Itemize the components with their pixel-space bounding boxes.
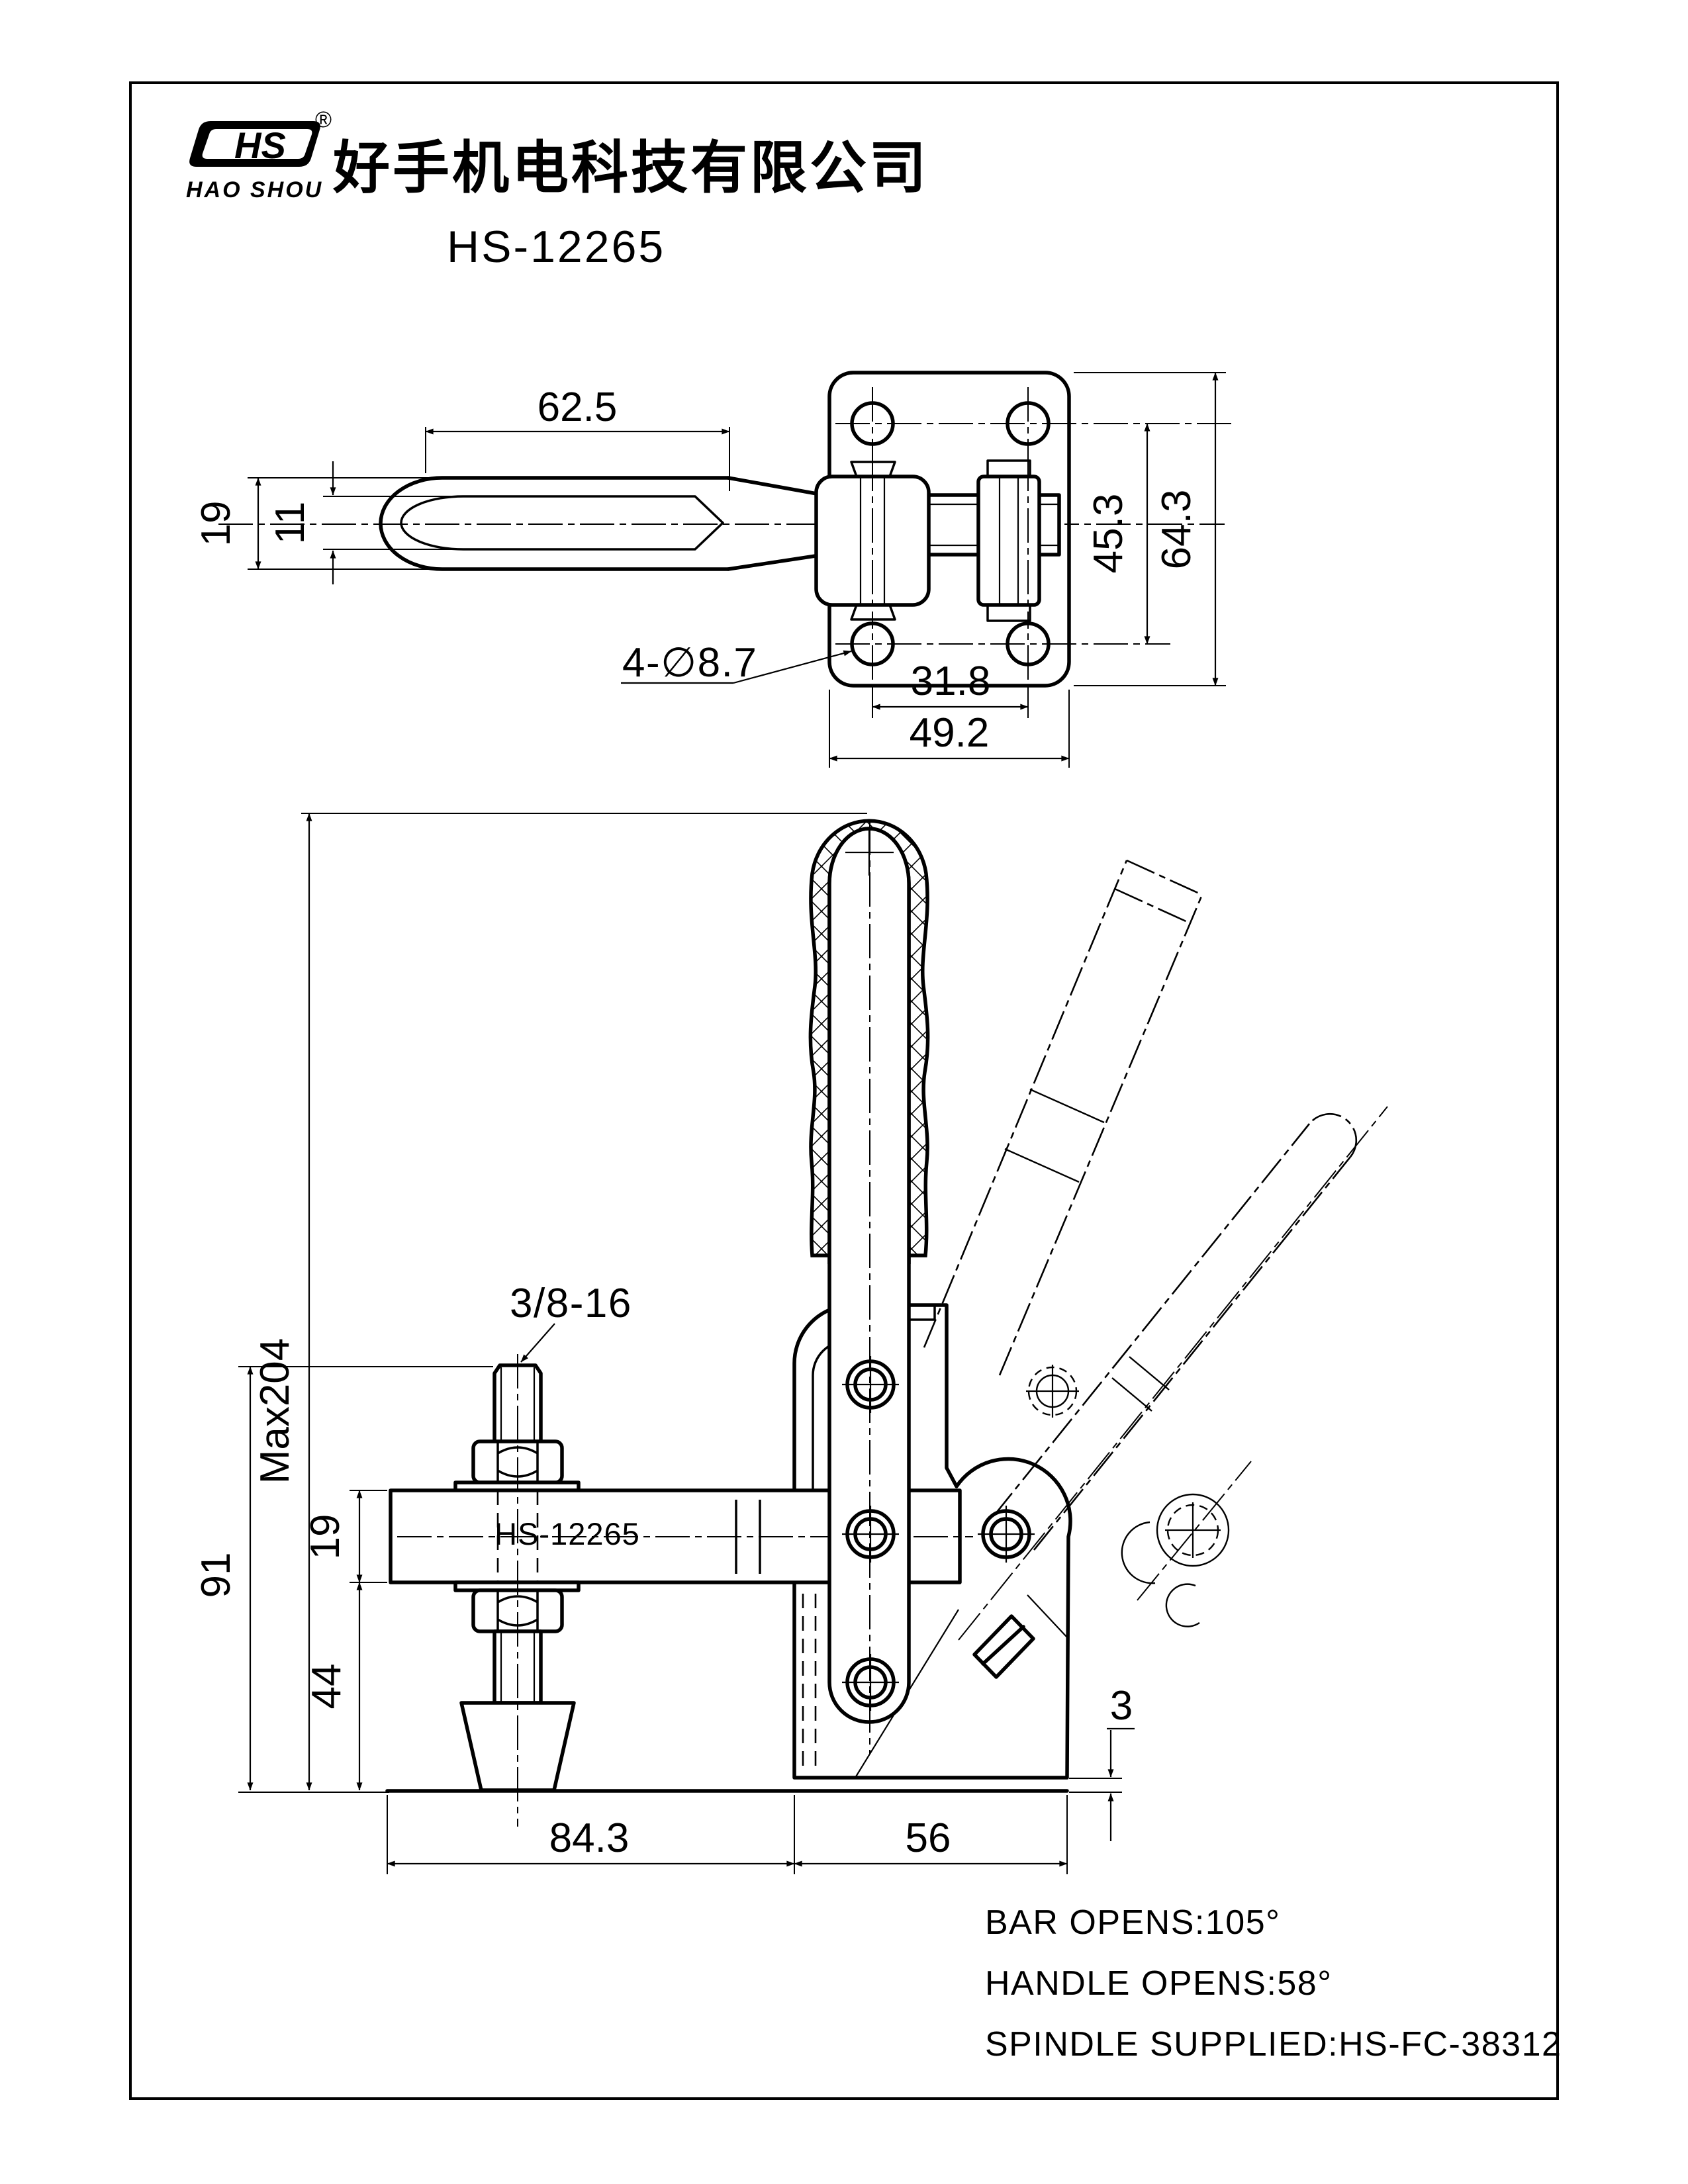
logo-hs-text: HS xyxy=(234,124,286,166)
dim-bar-thickness: 19 xyxy=(303,1514,348,1560)
top-view: 62.5 19 11 45.3 64.3 4-∅8.7 31.8 49.2 xyxy=(193,371,1237,768)
sheet-border xyxy=(129,81,1559,2100)
label-holes: 4-∅8.7 xyxy=(622,640,757,686)
note-spindle-supplied: SPINDLE SUPPLIED:HS-FC-38312 xyxy=(985,2025,1562,2064)
note-handle-opens: HANDLE OPENS:58° xyxy=(985,1964,1333,2003)
top-view-dimensions: 62.5 19 11 45.3 64.3 4-∅8.7 31.8 49.2 xyxy=(193,372,1226,768)
dim-plate-height: 64.3 xyxy=(1154,490,1199,570)
notes-block: BAR OPENS:105° HANDLE OPENS:58° SPINDLE … xyxy=(985,1903,1562,2064)
company-name: 好手机电科技有限公司 xyxy=(332,134,929,201)
phantom-open-bar xyxy=(958,1106,1388,1679)
dim-hole-cols: 31.8 xyxy=(911,659,991,704)
registered-mark-icon: ® xyxy=(315,107,332,132)
dim-slot-width: 11 xyxy=(267,502,313,544)
dim-handle-length: 62.5 xyxy=(538,385,618,430)
phantom-open-handle xyxy=(923,859,1203,1418)
top-view-handle xyxy=(379,476,826,571)
company-logo: HS ® HAO SHOU xyxy=(186,107,332,203)
note-bar-opens: BAR OPENS:105° xyxy=(985,1903,1280,1942)
model-number-title: HS-12265 xyxy=(447,222,665,272)
bar-part-label: HS-12265 xyxy=(494,1516,640,1551)
logo-caption: HAO SHOU xyxy=(186,177,323,203)
dim-base-right: 56 xyxy=(906,1815,951,1861)
dim-base-left: 84.3 xyxy=(549,1815,630,1861)
dim-under-bar: 44 xyxy=(304,1664,350,1709)
top-view-pivot-bosses xyxy=(814,459,1041,622)
dim-hole-rows: 45.3 xyxy=(1086,494,1131,574)
dim-bar-width: 19 xyxy=(193,501,239,547)
dim-flange: 3 xyxy=(1110,1683,1133,1729)
front-view: HS-12265 Max204 91 19 xyxy=(193,813,1388,1874)
dim-plate-width: 49.2 xyxy=(910,710,990,756)
dim-spindle-height: 91 xyxy=(193,1553,239,1598)
label-thread: 3/8-16 xyxy=(510,1281,632,1326)
front-view-dimensions: Max204 91 19 44 3/8-16 84.3 56 3 xyxy=(193,813,1135,1874)
dim-max-height: Max204 xyxy=(252,1338,298,1484)
handle-grip xyxy=(808,819,930,1264)
